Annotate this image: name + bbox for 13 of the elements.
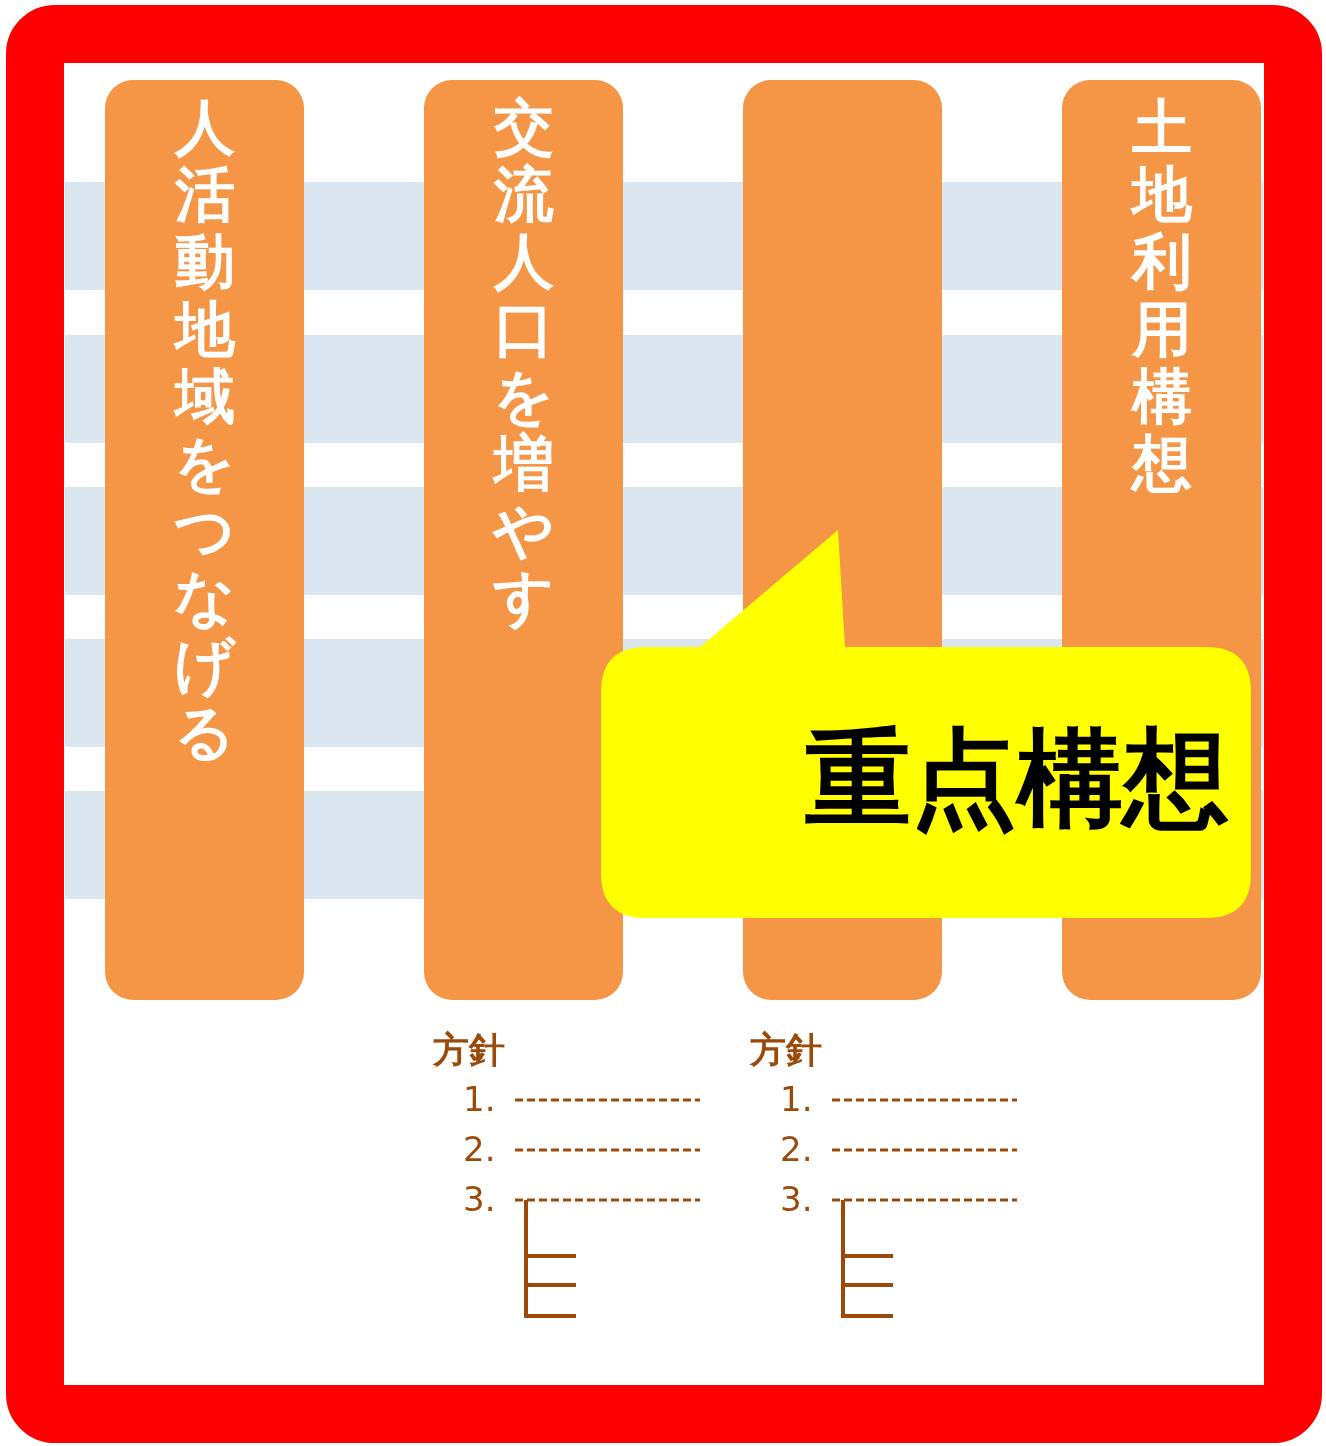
pillar-box [424, 80, 623, 1000]
pillar-title: 交流人口を増やす [491, 94, 555, 632]
list-number: 3. [463, 1182, 496, 1216]
list-number: 2. [463, 1132, 496, 1166]
list-number: 1. [780, 1082, 813, 1116]
pillar-title: 人活動地域をつなげる [172, 94, 237, 766]
callout-text: 重点構想 [804, 716, 1230, 842]
list-number: 2. [780, 1132, 813, 1166]
pillar-title: 土地利用構想 [1129, 94, 1194, 498]
list-number: 3. [780, 1182, 813, 1216]
pillar-box [105, 80, 304, 1000]
list-number: 1. [463, 1082, 496, 1116]
speech-bubble [601, 530, 1251, 918]
